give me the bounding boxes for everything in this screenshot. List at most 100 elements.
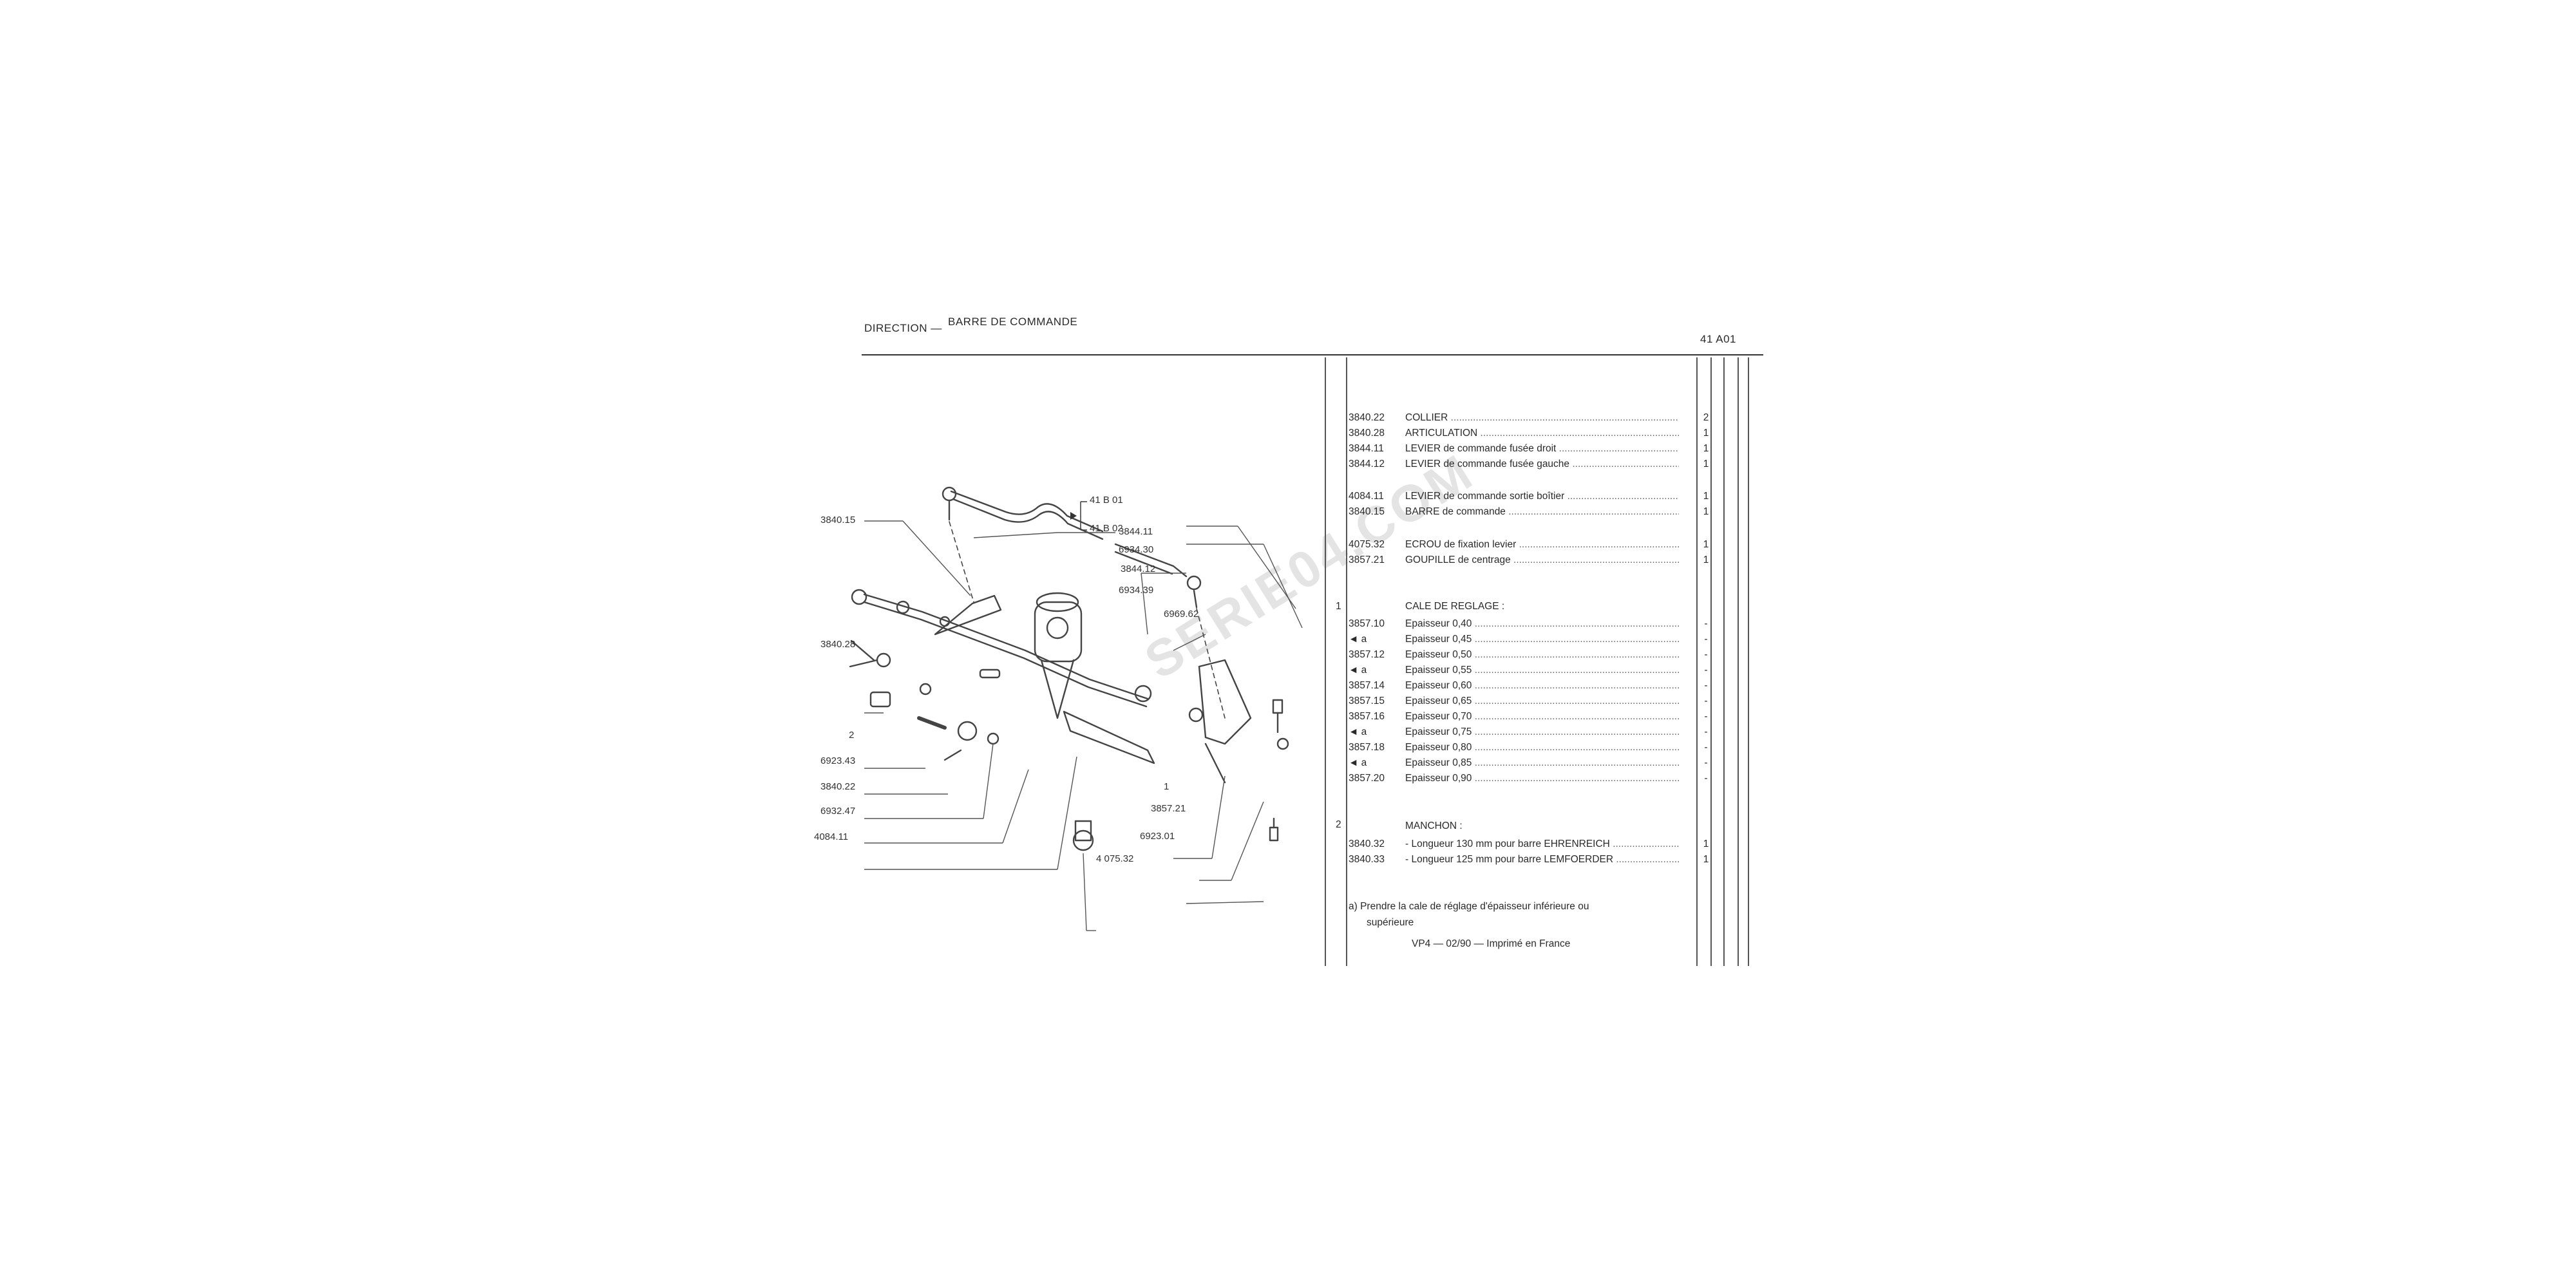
part-qty: 1	[1703, 506, 1709, 517]
callout-6932-47: 6932.47	[820, 806, 856, 817]
callout-4084-11: 4084.11	[814, 831, 849, 842]
subsection-title: BARRE DE COMMANDE	[948, 316, 1078, 328]
left-lever	[934, 594, 1002, 636]
parts-row: 3840.28ARTICULATION1	[1349, 426, 1735, 441]
part-ref: 4075.32	[1349, 539, 1385, 550]
part-qty: -	[1704, 773, 1708, 784]
nut-4075	[1072, 829, 1094, 851]
part-qty: 1	[1703, 428, 1709, 439]
callout-6923-01: 6923.01	[1140, 831, 1175, 842]
group-marker-2: 2	[1336, 819, 1341, 830]
group-heading-shims: CALE DE REGLAGE :	[1405, 601, 1505, 612]
part-desc: GOUPILLE de centrage	[1405, 553, 1679, 568]
part-qty: -	[1704, 742, 1708, 753]
part-ref: ◄ a	[1349, 665, 1367, 676]
section-title: DIRECTION —	[864, 322, 942, 334]
left-ball-joint	[851, 589, 867, 605]
part-qty: -	[1704, 618, 1708, 629]
part-ref: 3857.20	[1349, 773, 1385, 784]
part-desc: LEVIER de commande sortie boîtier	[1405, 489, 1679, 504]
part-desc: Epaisseur 0,80	[1405, 740, 1679, 755]
part-qty: 1	[1703, 491, 1709, 502]
callout-3840-22: 3840.22	[820, 781, 856, 792]
part-desc: ARTICULATION	[1405, 426, 1679, 441]
part-desc: Epaisseur 0,55	[1405, 663, 1679, 678]
part-qty: 1	[1703, 554, 1709, 565]
divider-group	[1346, 357, 1347, 966]
part-ref: 3857.14	[1349, 680, 1385, 691]
part-desc: Epaisseur 0,50	[1405, 647, 1679, 663]
callout-41b02: 41 B 02	[1090, 523, 1123, 534]
part-ref: 3857.16	[1349, 711, 1385, 722]
parts-row: 3857.21 GOUPILLE de centrage 1	[1349, 553, 1735, 568]
part-qty: 1	[1703, 459, 1709, 469]
part-desc: Epaisseur 0,45	[1405, 632, 1679, 647]
callout-6923-43: 6923.43	[820, 755, 856, 766]
sleeve-row: 3840.32- Longueur 130 mm pour barre EHRE…	[1349, 837, 1735, 852]
part-ref: 3840.15	[1349, 506, 1385, 517]
part-desc: Epaisseur 0,70	[1405, 709, 1679, 724]
part-qty: 2	[1703, 412, 1709, 423]
part-desc: ECROU de fixation levier	[1405, 537, 1679, 553]
callout-6934-30: 6934.30	[1119, 544, 1154, 555]
group-marker-1: 1	[1336, 601, 1341, 612]
pitman-arm	[1063, 710, 1155, 764]
linkage-drawing	[849, 486, 1303, 931]
part-ref: 3857.21	[1349, 554, 1385, 565]
part-desc: LEVIER de commande fusée gauche	[1405, 457, 1679, 472]
part-ref: 3840.22	[1349, 412, 1385, 423]
part-desc: Epaisseur 0,85	[1405, 755, 1679, 771]
part-desc: BARRE de commande	[1405, 504, 1679, 520]
part-desc: - Longueur 130 mm pour barre EHRENREICH	[1405, 837, 1679, 852]
part-ref: 3857.12	[1349, 649, 1385, 660]
part-qty: -	[1704, 726, 1708, 737]
callout-3844-11: 3844.11	[1119, 526, 1153, 537]
header-rule	[862, 354, 1763, 355]
callout-3840-28: 3840.28	[820, 639, 856, 650]
catalog-page: DIRECTION — BARRE DE COMMANDE 41 A01	[813, 306, 1763, 969]
part-qty: -	[1704, 696, 1708, 706]
divider-col5	[1748, 357, 1749, 966]
parts-row: 3840.22 COLLIER 2	[1349, 410, 1735, 426]
page-code: 41 A01	[1700, 333, 1736, 345]
part-qty: -	[1704, 757, 1708, 768]
part-desc: Epaisseur 0,75	[1405, 724, 1679, 740]
part-ref: 4084.11	[1349, 491, 1384, 502]
print-footer: VP4 — 02/90 — Imprimé en France	[1412, 938, 1571, 949]
part-desc: Epaisseur 0,60	[1405, 678, 1679, 694]
part-qty: 1	[1703, 838, 1709, 849]
callout-6934-39: 6934.39	[1119, 585, 1154, 596]
callout-3857-21: 3857.21	[1151, 803, 1186, 814]
callout-1: 1	[1164, 781, 1170, 792]
steering-box	[1034, 601, 1083, 663]
part-ref: ◄ a	[1349, 757, 1367, 768]
group-heading-sleeve: MANCHON :	[1405, 820, 1463, 831]
upper-ball-joint-left	[942, 486, 957, 502]
part-ref: 3857.10	[1349, 618, 1385, 629]
shim-row: 3857.20 Epaisseur 0,90 -	[1349, 771, 1735, 786]
parts-row: 3844.12 LEVIER de commande fusée gauche 1	[1349, 457, 1735, 472]
footnote-a-line1: a) Prendre la cale de réglage d'épaisseu…	[1349, 901, 1589, 912]
part-ref: 3844.12	[1349, 459, 1385, 469]
callout-3840-15: 3840.15	[820, 515, 856, 526]
part-desc: COLLIER	[1405, 410, 1679, 426]
shim-row: 3857.16 Epaisseur 0,70 -	[1349, 709, 1735, 724]
upper-ball-joint-right	[1186, 575, 1202, 591]
part-qty: -	[1704, 649, 1708, 660]
part-desc: Epaisseur 0,90	[1405, 771, 1679, 786]
divider-diagram	[1325, 357, 1326, 966]
shim-row: ◄ a Epaisseur 0,85 -	[1349, 755, 1735, 771]
lower-tie-rod	[863, 593, 1149, 700]
part-ref: 3844.11	[1349, 443, 1384, 454]
footnote-a-line2: supérieure	[1367, 917, 1414, 928]
right-lever	[1198, 659, 1252, 745]
parts-row: 3840.15 BARRE de commande 1	[1349, 504, 1735, 520]
shim-row: 3857.12 Epaisseur 0,50 -	[1349, 647, 1735, 663]
part-qty: -	[1704, 711, 1708, 722]
